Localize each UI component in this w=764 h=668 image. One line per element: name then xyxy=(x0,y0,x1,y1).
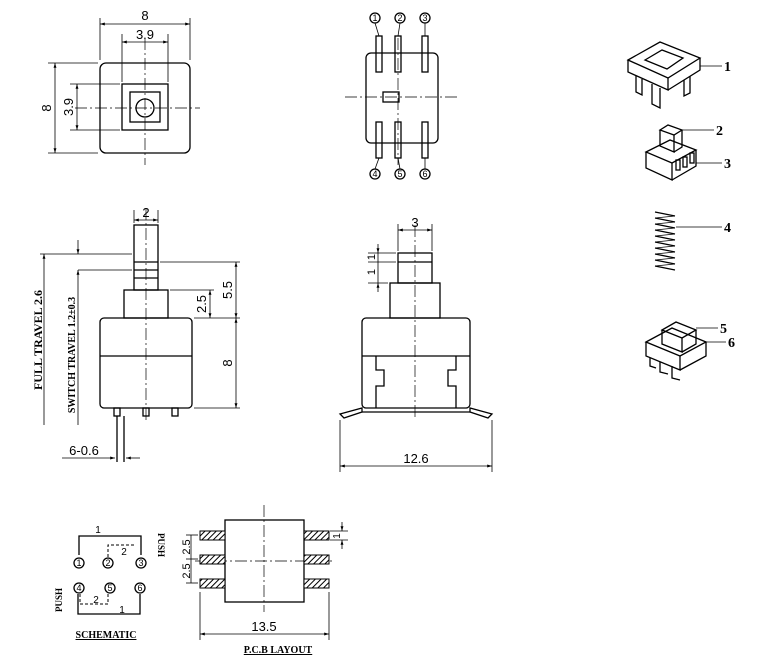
schematic-conn-bottom-inner: 2 xyxy=(93,595,99,606)
bottom-pin-6: 6 xyxy=(422,169,427,179)
schematic-caption: SCHEMATIC xyxy=(76,630,137,641)
bottom-pin-5: 5 xyxy=(397,169,402,179)
bottom-pin-2: 2 xyxy=(397,13,402,23)
schematic-pin-5: 5 xyxy=(107,583,112,593)
front-dim-a: 1 xyxy=(366,254,378,260)
exploded-view: 1 2 3 4 xyxy=(626,41,735,381)
side-dim-2-5: 2.5 xyxy=(194,295,209,313)
bottom-view: 1 2 3 4 5 6 xyxy=(345,12,460,180)
schematic-push-top: PUSH xyxy=(156,533,166,557)
part-2-3-plunger-housing: 2 3 xyxy=(644,124,731,182)
schematic-pin-1: 1 xyxy=(76,558,81,568)
front-dim-b: 1 xyxy=(366,269,378,275)
schematic-pin-3: 3 xyxy=(138,558,143,568)
schematic-pin-6: 6 xyxy=(137,583,142,593)
pcb-overall-width: 13.5 xyxy=(251,619,276,634)
part-1-frame: 1 xyxy=(626,41,731,110)
pcb-caption: P.C.B LAYOUT xyxy=(244,645,313,656)
pcb-pitch-a: 2.5 xyxy=(181,539,193,554)
switch-travel-label: SWITCH TRAVEL 1.2±0.3 xyxy=(67,297,78,413)
full-travel-label: FULL TRAVEL 2.6 xyxy=(31,290,45,390)
schematic-conn-top-outer: 1 xyxy=(95,525,101,536)
pcb-pad-6 xyxy=(303,578,330,589)
front-overall-width-label: 12.6 xyxy=(403,451,428,466)
pcb-pad-4 xyxy=(303,530,330,541)
top-view: 8 3.9 8 3.9 xyxy=(39,8,200,165)
top-width-label: 8 xyxy=(141,8,148,23)
side-view: 2 5.5 2.5 8 FULL TRAVEL 2.6 SWITCH TRAVE… xyxy=(31,205,240,462)
part-4-spring: 4 xyxy=(654,211,731,271)
top-inner-height-label: 3.9 xyxy=(61,98,76,116)
side-plunger-width-label: 2 xyxy=(142,205,149,220)
part-number-5: 5 xyxy=(720,322,727,337)
front-plunger-width-label: 3 xyxy=(411,215,418,230)
part-5-6-base: 5 6 xyxy=(644,321,735,381)
part-number-2: 2 xyxy=(716,124,723,139)
side-dim-8: 8 xyxy=(220,359,235,366)
schematic-conn-top-inner: 2 xyxy=(121,547,127,558)
part-number-4: 4 xyxy=(724,221,731,236)
schematic: 1 2 1 2 3 PUSH 4 5 6 2 1 PUSH SCHEMATIC xyxy=(54,525,166,641)
part-number-1: 1 xyxy=(724,60,731,75)
pcb-pad-2 xyxy=(199,554,226,565)
schematic-conn-bottom-outer: 1 xyxy=(119,605,125,616)
pcb-pitch-b: 2.5 xyxy=(181,563,193,578)
schematic-pin-4: 4 xyxy=(76,583,81,593)
pcb-pad-1 xyxy=(199,530,226,541)
bottom-pin-4: 4 xyxy=(372,169,377,179)
schematic-pin-2: 2 xyxy=(105,558,110,568)
front-view: 3 1 1 12.6 xyxy=(338,215,494,472)
pcb-layout: 2.5 2.5 1 13.5 P.C.B LAYOUT xyxy=(181,505,348,656)
bottom-pin-1: 1 xyxy=(372,13,377,23)
pcb-pad-3 xyxy=(199,578,226,589)
pcb-pad-width: 1 xyxy=(332,533,343,539)
part-number-3: 3 xyxy=(724,157,731,172)
pcb-pad-5 xyxy=(303,554,330,565)
bottom-pin-3: 3 xyxy=(422,13,427,23)
pin-pitch-label: 6-0.6 xyxy=(69,443,99,458)
schematic-push-bottom: PUSH xyxy=(54,588,64,612)
side-dim-5-5: 5.5 xyxy=(220,281,235,299)
top-height-label: 8 xyxy=(39,104,54,111)
part-number-6: 6 xyxy=(728,336,735,351)
top-inner-width-label: 3.9 xyxy=(136,27,154,42)
